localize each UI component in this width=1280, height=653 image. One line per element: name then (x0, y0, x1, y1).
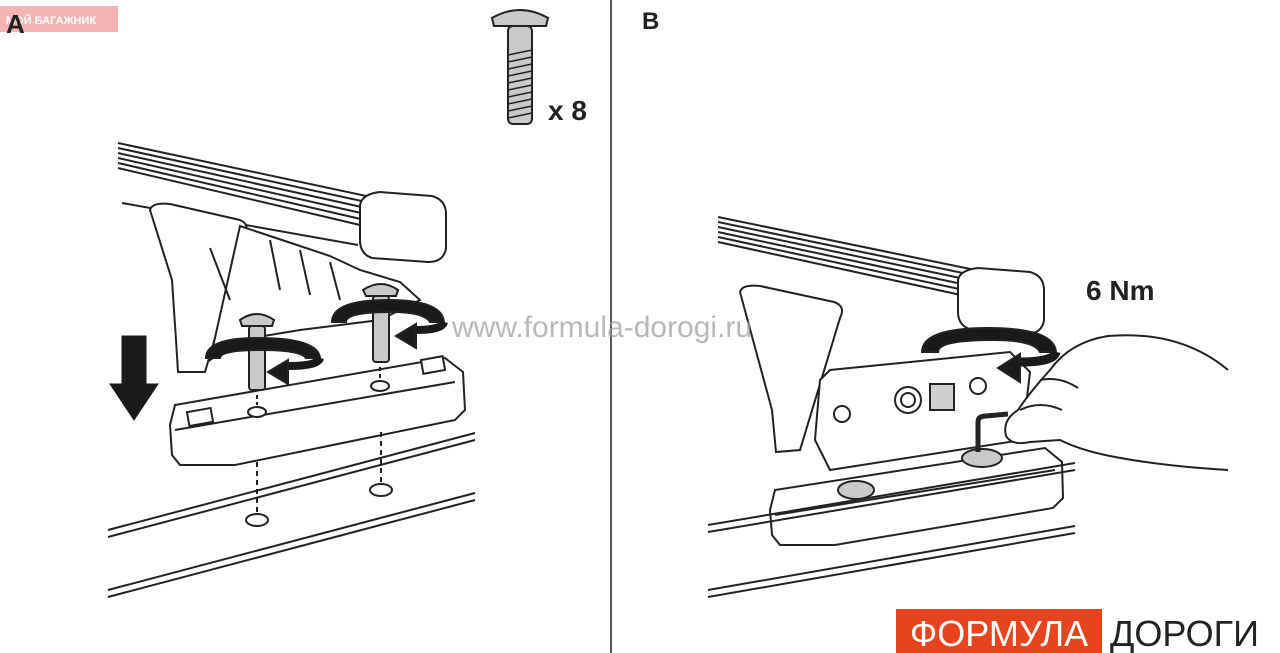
bolt-left-a (238, 313, 276, 391)
screw-icon (490, 9, 550, 125)
top-badge: МОЙ БАГАЖНИК (0, 6, 118, 32)
panel-a-label: A (6, 9, 25, 39)
rotate-arrow-right-a (330, 298, 448, 350)
allen-key-icon (975, 411, 1009, 452)
foot-bracket-b (738, 284, 1032, 472)
roof-bar-b (717, 216, 1045, 336)
mounting-holes-a (245, 367, 393, 527)
watermark-text: www.formula-dorogi.ru (451, 311, 752, 344)
hand-icon (1004, 334, 1229, 471)
logo-left-text: ФОРМУЛА (910, 613, 1088, 653)
roof-rail-a (107, 432, 476, 598)
screw-count-label: x 8 (548, 95, 587, 126)
top-badge-text: МОЙ БАГАЖНИК (6, 14, 96, 27)
down-arrow-icon (109, 335, 159, 421)
rotate-arrow-b (920, 326, 1061, 384)
bolt-right-a (361, 283, 400, 363)
panel-b-label: B (642, 8, 659, 35)
roof-rail-b (707, 462, 1076, 598)
logo-right-text: ДОРОГИ (1110, 613, 1259, 653)
rotate-arrow-left-a (204, 336, 324, 386)
base-plate-a (168, 355, 467, 466)
brand-logo: ФОРМУЛА ДОРОГИ (896, 609, 1259, 653)
torque-label: 6 Nm (1086, 275, 1154, 306)
roof-bar-a (117, 142, 447, 264)
